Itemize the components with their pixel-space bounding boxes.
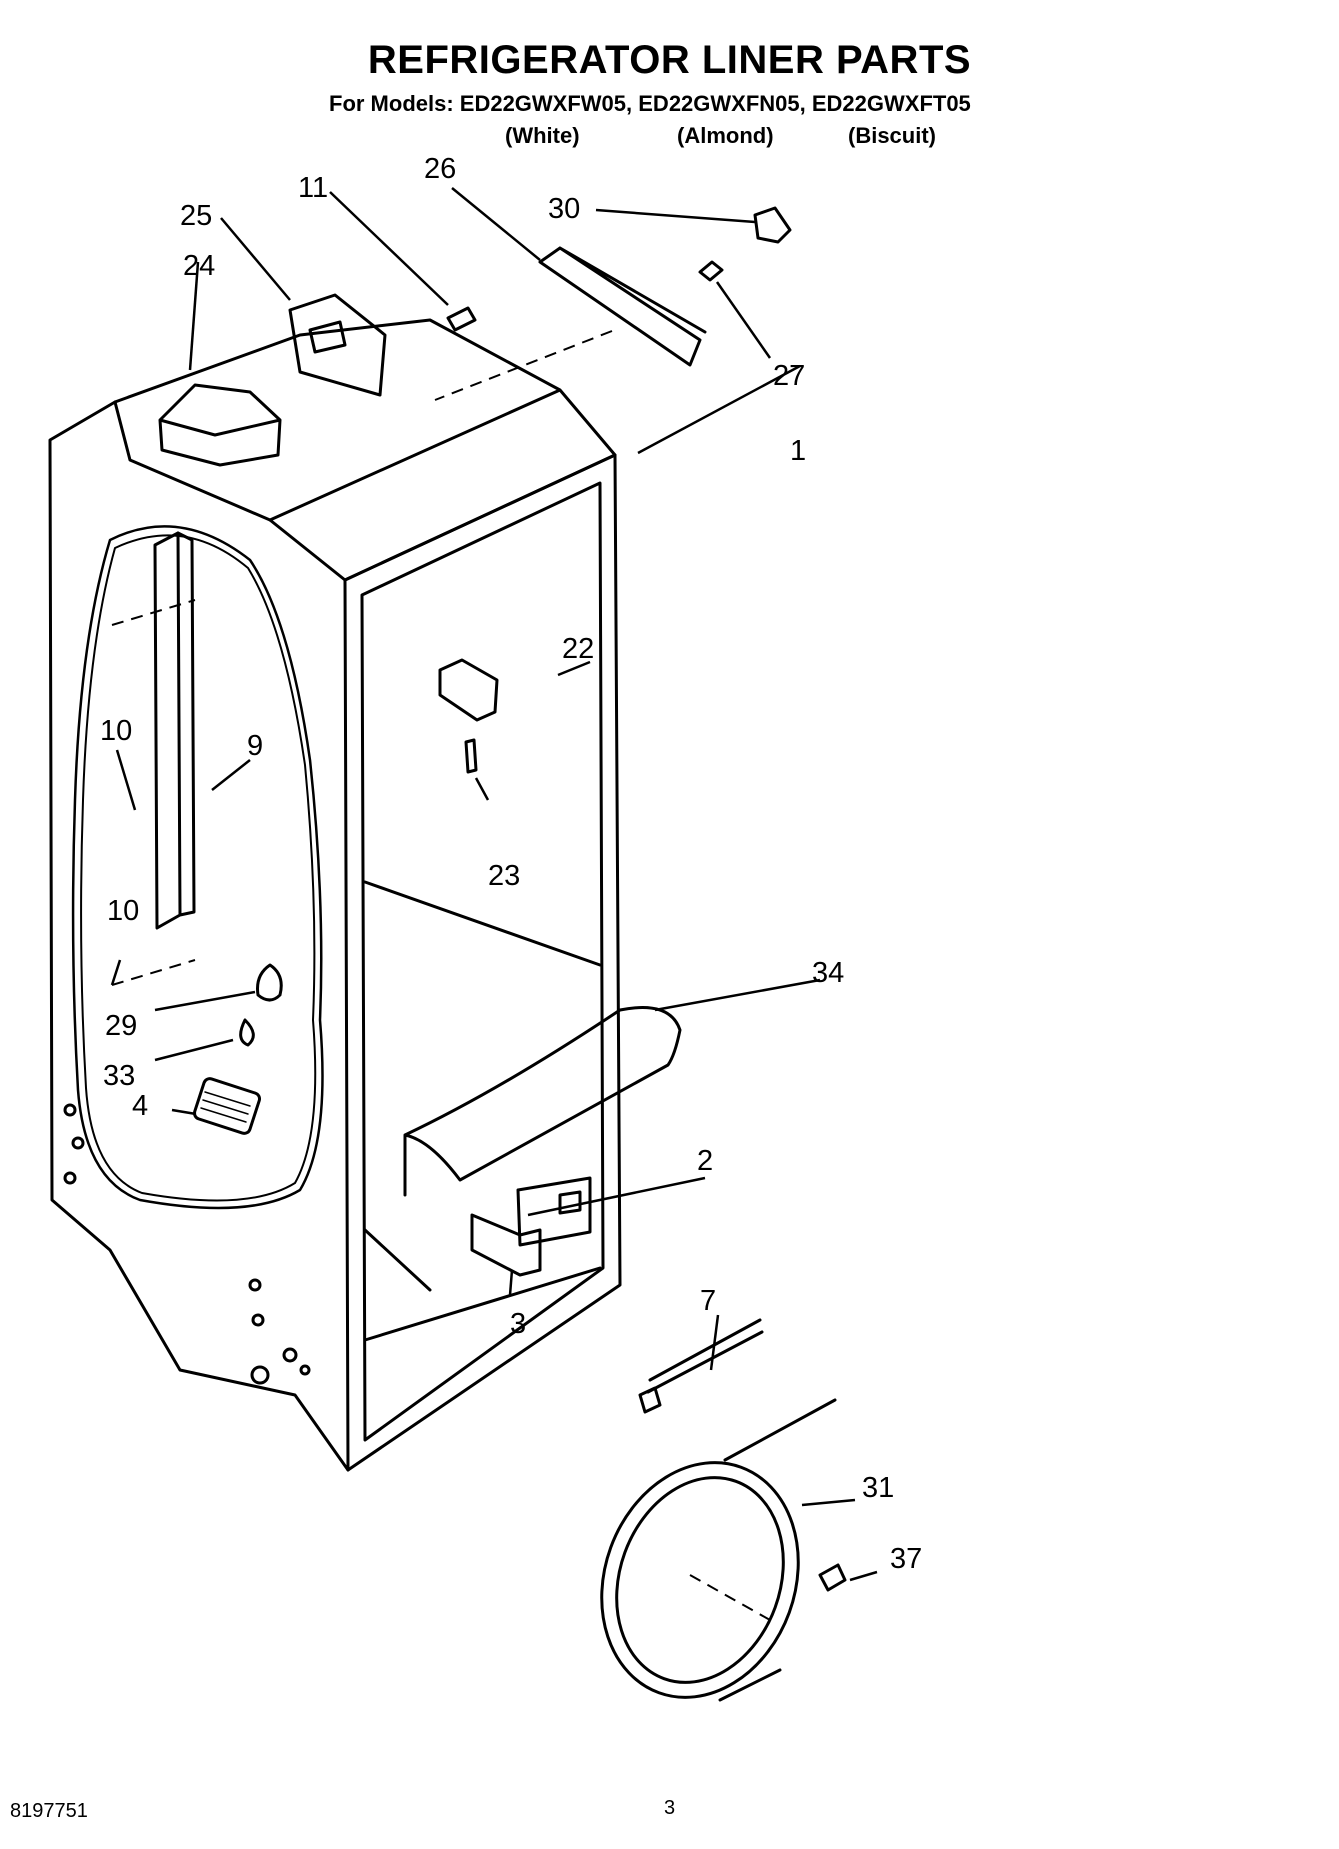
liner-front-frame — [343, 453, 622, 1472]
cable-tie — [638, 1318, 764, 1414]
callout-37: 37 — [890, 1543, 922, 1575]
callout-31: 31 — [862, 1472, 894, 1504]
page-number: 3 — [664, 1797, 676, 1819]
bracket-2 — [516, 1176, 592, 1247]
callout-11: 11 — [298, 172, 328, 204]
models-line: For Models: ED22GWXFW05, ED22GWXFN05, ED… — [329, 91, 971, 116]
callout-23: 23 — [488, 860, 520, 892]
callout-2: 2 — [697, 1145, 713, 1177]
color-biscuit: (Biscuit) — [848, 123, 936, 148]
callout-7: 7 — [700, 1285, 716, 1317]
housing-cover — [288, 293, 387, 397]
bracket-22 — [438, 658, 499, 722]
callout-26: 26 — [424, 153, 456, 185]
water-tubing — [600, 1461, 800, 1699]
liner-inner-frame — [360, 481, 605, 1442]
callout-1: 1 — [790, 435, 806, 467]
light-socket — [239, 963, 283, 1047]
callout-10-upper: 10 — [100, 715, 132, 747]
callout-9: 9 — [247, 730, 263, 762]
vent-grille — [192, 1077, 262, 1135]
control-housing — [158, 383, 282, 467]
callout-22: 22 — [562, 633, 594, 665]
cutaway-outline — [71, 525, 324, 1210]
page-title: REFRIGERATOR LINER PARTS — [367, 38, 972, 82]
cabinet-side-wall — [48, 400, 350, 1472]
duct-cover — [403, 1006, 682, 1197]
callout-30: 30 — [548, 193, 580, 225]
callout-24: 24 — [183, 250, 215, 282]
screw-11 — [446, 306, 477, 332]
callout-10-lower: 10 — [107, 895, 139, 927]
screw-37 — [818, 1563, 847, 1592]
liner-back-lines — [363, 880, 602, 1342]
color-almond: (Almond) — [677, 123, 774, 148]
callout-33: 33 — [103, 1060, 135, 1092]
callout-34: 34 — [812, 957, 844, 989]
callout-29: 29 — [105, 1010, 137, 1042]
bracket-3 — [470, 1213, 542, 1277]
shelf-rail — [153, 531, 196, 930]
screw-27 — [698, 260, 724, 282]
color-white: (White) — [505, 123, 580, 148]
callout-3: 3 — [510, 1308, 526, 1340]
top-channel — [538, 246, 707, 367]
part-number: 8197751 — [10, 1800, 88, 1822]
callout-4: 4 — [132, 1090, 148, 1122]
callout-25: 25 — [180, 200, 212, 232]
screw-23 — [464, 738, 478, 774]
clip-part — [753, 206, 792, 244]
callout-27: 27 — [773, 360, 805, 392]
